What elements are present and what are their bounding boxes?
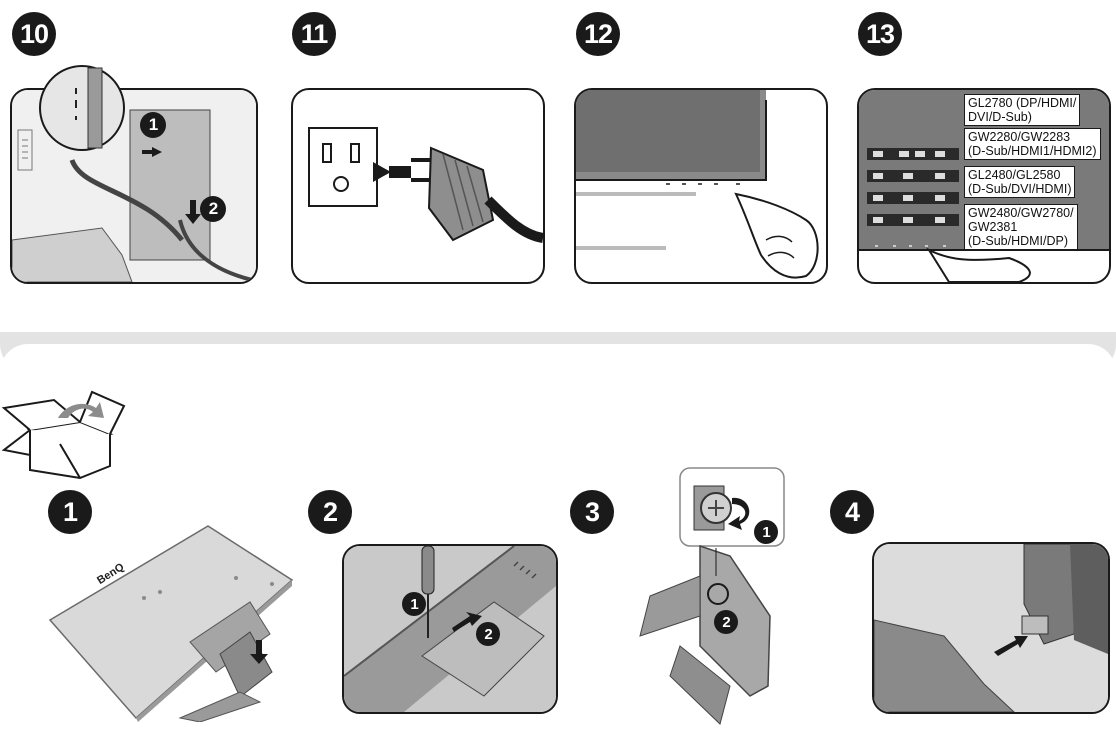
port-label-line: DVI/D-Sub)	[968, 110, 1032, 124]
sub-step-number: 1	[410, 595, 418, 613]
step-badge-1: 1	[48, 490, 92, 534]
attach-base-illustration	[874, 544, 1108, 712]
sub-step-marker-2: 2	[714, 610, 738, 634]
step-number: 11	[300, 18, 329, 49]
port-label-line: GW2381	[968, 220, 1018, 234]
step-badge-4: 4	[830, 490, 874, 534]
magnified-port-callout	[39, 65, 125, 151]
panel-step-10-cable-management	[10, 88, 258, 284]
section-separator-cap	[0, 344, 1116, 374]
step-badge-12: 12	[576, 12, 620, 56]
step-badge-13: 13	[858, 12, 902, 56]
sub-step-number: 2	[208, 199, 219, 218]
step-number: 13	[865, 18, 895, 49]
sub-step-marker-1: 1	[140, 112, 166, 138]
panel-step-2-screw-base	[342, 544, 558, 714]
open-box-icon	[1, 390, 126, 480]
sub-step-marker-2: 2	[476, 622, 500, 646]
power-plug-illustration	[308, 127, 543, 243]
port-label-line: GW2280/GW2283	[968, 130, 1071, 144]
step-number: 4	[844, 496, 860, 527]
panel-step-12-power-button	[574, 88, 828, 284]
sub-step-number: 2	[722, 613, 730, 631]
step-badge-2: 2	[308, 490, 352, 534]
monitor-back-cable-illustration	[12, 90, 256, 282]
step-number: 2	[322, 496, 338, 527]
port-label-line: (D-Sub/HDMI/DP)	[968, 234, 1069, 248]
port-label-gw2480: GW2480/GW2780/GW2381(D-Sub/HDMI/DP)	[964, 204, 1078, 250]
port-label-line: GL2780 (DP/HDMI/	[968, 96, 1077, 110]
sub-step-marker-2: 2	[200, 196, 226, 222]
monitor-power-button-illustration	[576, 90, 819, 279]
port-label-gl2480: GL2480/GL2580(D-Sub/DVI/HDMI)	[964, 166, 1076, 198]
step-number: 12	[583, 18, 613, 49]
step-number: 3	[584, 496, 600, 527]
stand-thumbscrew-illustration	[639, 467, 785, 725]
port-label-line: GL2480/GL2580	[968, 168, 1061, 182]
port-label-line: GW2480/GW2780/	[968, 206, 1074, 220]
panel-step-11-power-outlet	[291, 88, 545, 284]
sub-step-number: 1	[148, 115, 159, 134]
step-number: 10	[19, 18, 49, 49]
port-label-line: (D-Sub/DVI/HDMI)	[968, 182, 1072, 196]
screwdriver-illustration	[344, 546, 556, 712]
port-label-gl2780: GL2780 (DP/HDMI/DVI/D-Sub)	[964, 94, 1081, 126]
step-badge-11: 11	[292, 12, 336, 56]
sub-step-number: 2	[484, 625, 492, 643]
step-number: 1	[62, 496, 78, 527]
step-badge-10: 10	[12, 12, 56, 56]
sub-step-number: 1	[762, 523, 770, 541]
port-label-gw2280: GW2280/GW2283(D-Sub/HDMI1/HDMI2)	[964, 128, 1101, 160]
sub-step-marker-1: 1	[402, 592, 426, 616]
sub-step-marker-1: 1	[754, 520, 778, 544]
step-badge-3: 3	[570, 490, 614, 534]
port-label-line: (D-Sub/HDMI1/HDMI2)	[968, 144, 1097, 158]
panel-step-4-attach-base	[872, 542, 1110, 714]
monitor-facedown-stand-illustration	[48, 525, 294, 722]
